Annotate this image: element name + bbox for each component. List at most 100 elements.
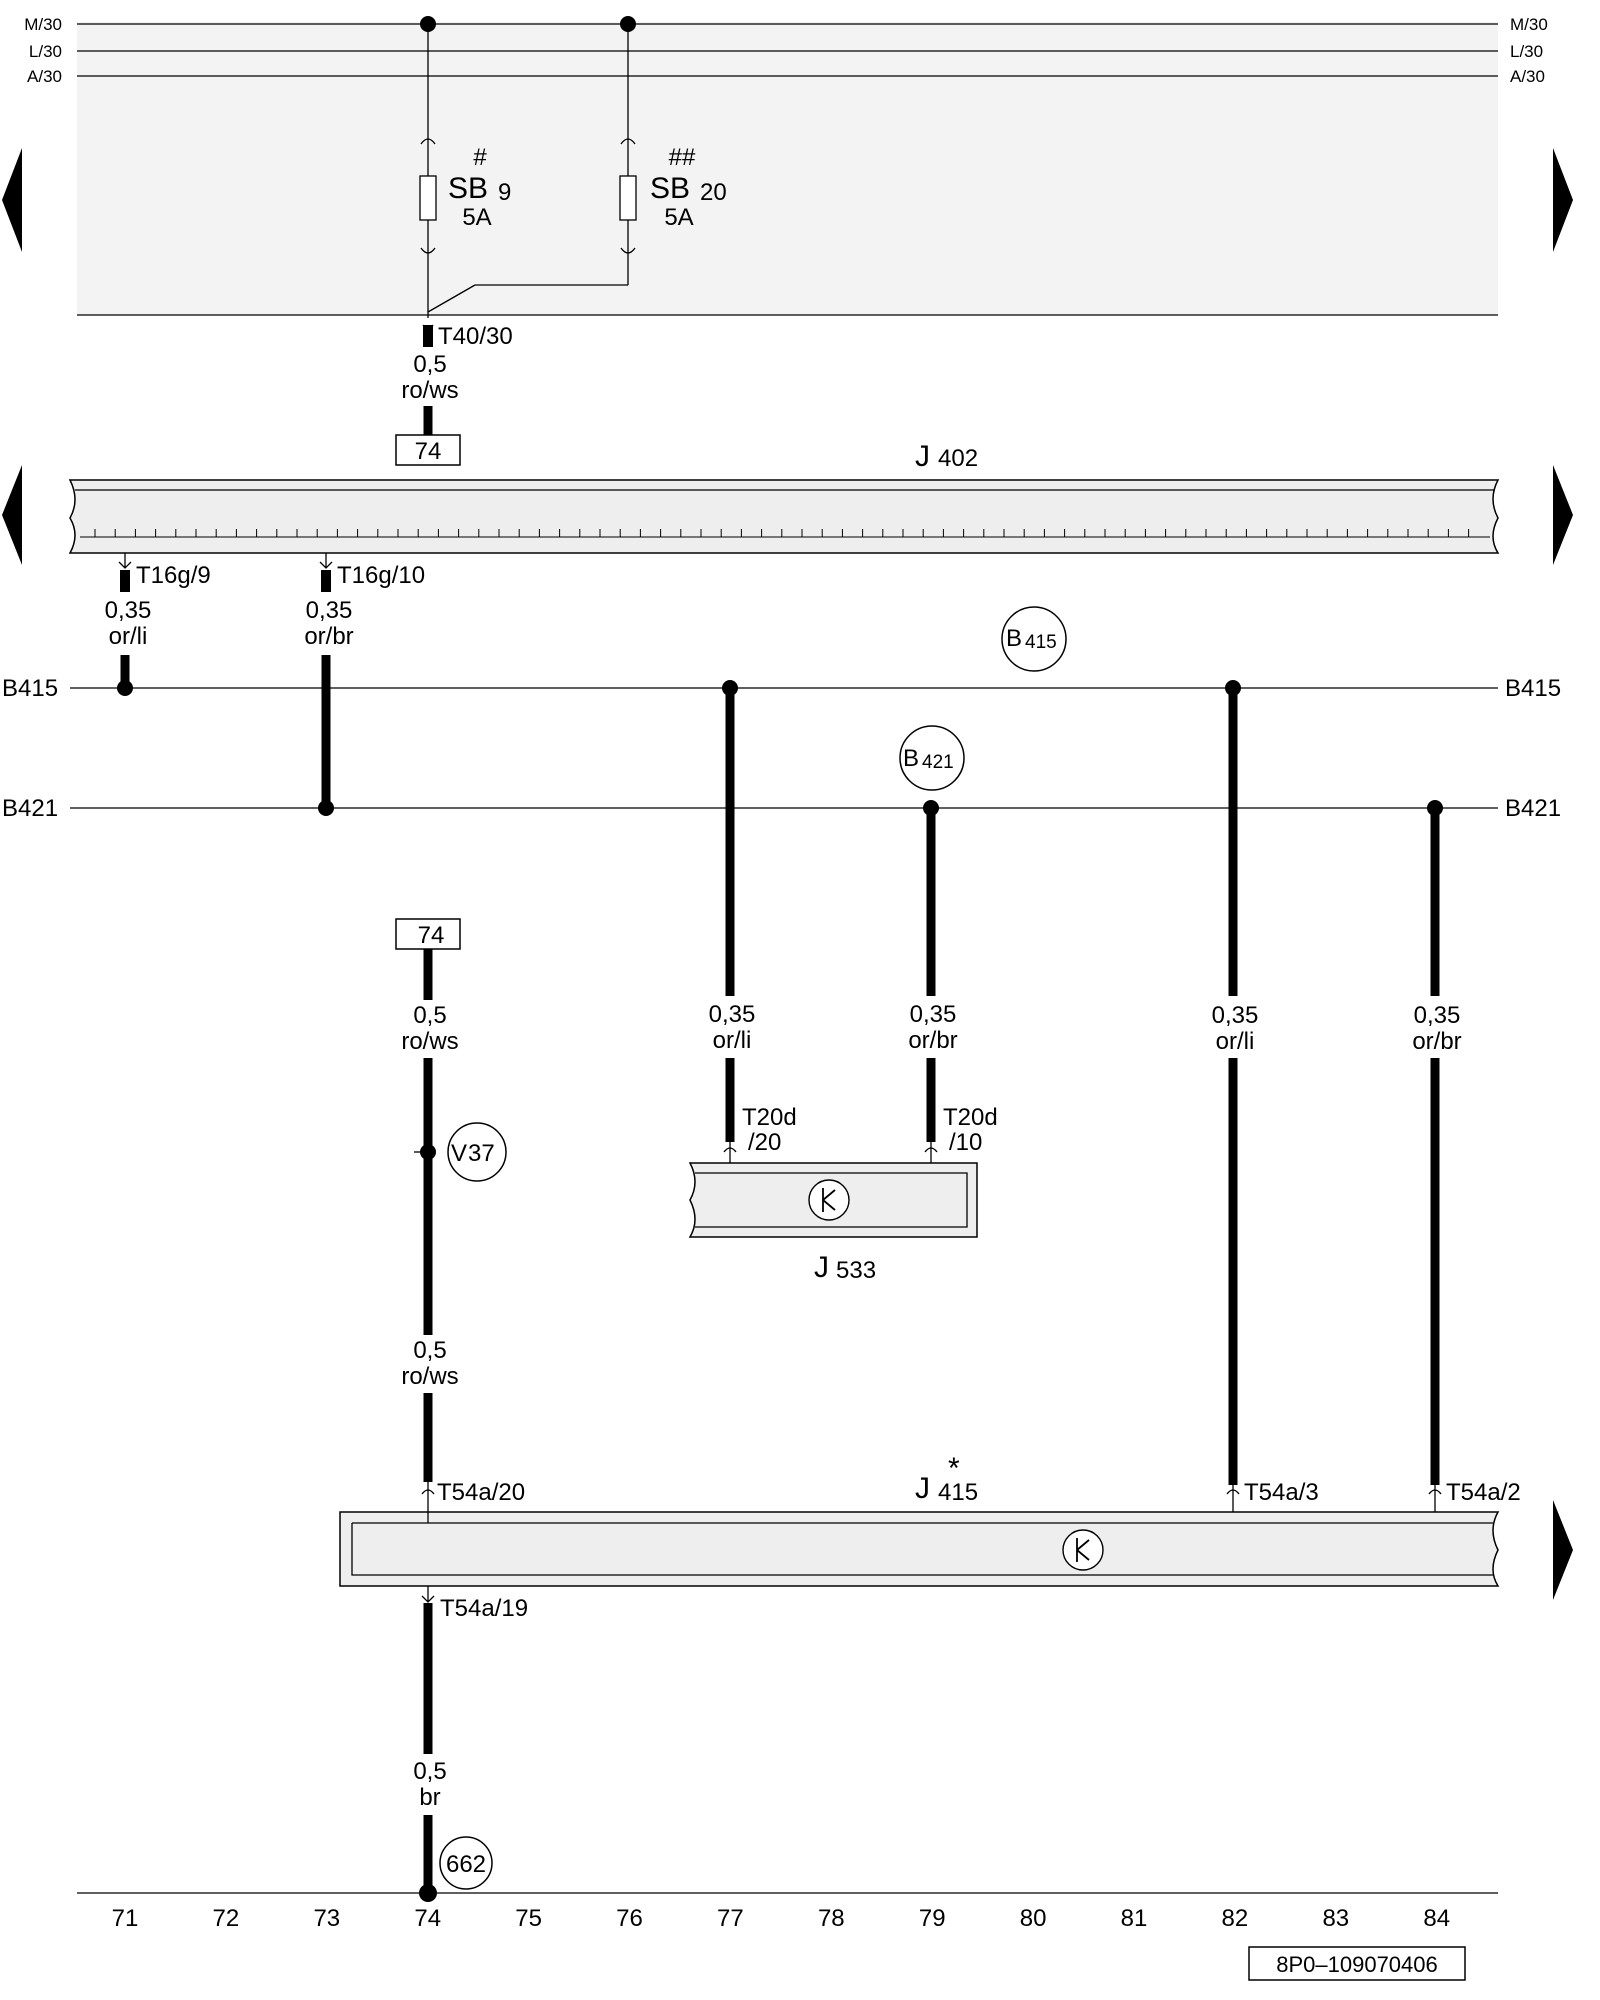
fuse-sb20: ## SB 20 5A xyxy=(427,16,727,313)
can-transceiver-icon xyxy=(1076,1538,1090,1562)
wire-size-71: 0,35 xyxy=(105,597,152,624)
fuse-box-area xyxy=(77,22,1498,315)
connector-t20d-10-a: T20d xyxy=(943,1104,998,1131)
can-bus-b421: B421 B421 B 421 xyxy=(2,725,1561,822)
fuse-sb9: # SB 9 5A xyxy=(419,16,511,318)
wire-size-74-mid: 0,5 xyxy=(413,1002,446,1029)
nav-arrow-left-1[interactable] xyxy=(2,148,22,252)
wire-t16g-10: T16g/10 0,35 or/br xyxy=(304,553,425,816)
wire-77: 0,35 or/li T20d /20 xyxy=(709,680,797,1163)
wire-color-74-low: ro/ws xyxy=(401,1363,458,1390)
column-number: 73 xyxy=(313,1905,340,1932)
column-number: 75 xyxy=(515,1905,542,1932)
connector-t20d-20-b: /20 xyxy=(748,1129,781,1156)
can-transceiver-icon xyxy=(822,1188,836,1212)
diagram-id-box xyxy=(1248,1946,1466,1981)
wire-size-top-74: 0,5 xyxy=(413,351,446,378)
fuse-sb9-num: 9 xyxy=(498,179,511,206)
wire-size-73: 0,35 xyxy=(306,597,353,624)
column-number: 76 xyxy=(616,1905,643,1932)
column-number: 79 xyxy=(919,1905,946,1932)
connector-t16g-9: T16g/9 xyxy=(136,562,211,589)
j402-tick-marks xyxy=(80,529,1490,538)
nav-arrow-left-2[interactable] xyxy=(2,465,22,565)
wire-color-73: or/br xyxy=(304,623,353,650)
wire-color-84: or/br xyxy=(1412,1028,1461,1055)
column-number: 80 xyxy=(1020,1905,1047,1932)
bus-label-a30-right: A/30 xyxy=(1510,67,1545,86)
wire-84: 0,35 or/br T54a/2 xyxy=(1412,800,1521,1522)
column-number: 77 xyxy=(717,1905,744,1932)
wire-size-77: 0,35 xyxy=(709,1001,756,1028)
wire-size-79: 0,35 xyxy=(910,1001,957,1028)
can-transceiver-icon xyxy=(1062,1529,1104,1571)
fuse-sb9-name: SB xyxy=(448,172,488,205)
connector-t54a-19: T54a/19 xyxy=(440,1595,528,1622)
connector-t54a-20: T54a/20 xyxy=(437,1479,525,1506)
column-number: 71 xyxy=(112,1905,139,1932)
ground-662-label: 662 xyxy=(446,1851,486,1878)
wire-79: 0,35 or/br T20d /10 xyxy=(908,800,998,1163)
component-j415[interactable]: J 415 * xyxy=(339,1452,1500,1587)
connector-t16g-10: T16g/10 xyxy=(337,562,425,589)
component-j415-letter: J xyxy=(915,1472,930,1505)
fuse-sb9-mark: # xyxy=(473,144,487,171)
fuse-symbol xyxy=(419,175,437,221)
column-number: 84 xyxy=(1423,1905,1450,1932)
bus-label-m30-right: M/30 xyxy=(1510,15,1548,34)
wire-t16g-9: T16g/9 0,35 or/li xyxy=(105,553,211,696)
v37-num: 37 xyxy=(468,1140,495,1167)
b415-circle-num: 415 xyxy=(1025,632,1057,653)
wire-color-74-bottom: br xyxy=(419,1784,440,1811)
column-number: 74 xyxy=(414,1905,441,1932)
component-j415-mark: * xyxy=(948,1452,960,1485)
bus-b421-left: B421 xyxy=(2,795,58,822)
column-number: 72 xyxy=(213,1905,240,1932)
connector-t40-30: T40/30 xyxy=(438,323,513,350)
component-j533-letter: J xyxy=(814,1251,829,1284)
column-number: 81 xyxy=(1121,1905,1148,1932)
diagram-id: 8P0–109070406 xyxy=(1276,1952,1438,1977)
fuse-sb9-rating: 5A xyxy=(462,204,491,231)
wire-size-84: 0,35 xyxy=(1414,1002,1461,1029)
nav-arrow-right-3[interactable] xyxy=(1553,1500,1573,1600)
bus-label-m30-left: M/30 xyxy=(24,15,62,34)
wire-color-71: or/li xyxy=(109,623,148,650)
b421-circle-num: 421 xyxy=(922,752,954,773)
connectors-j415-74: T54a/20 T54a/19 0,5 br 662 xyxy=(413,1479,528,1902)
v37-letter: V xyxy=(451,1140,467,1167)
component-j402-letter: J xyxy=(915,440,930,473)
fuse-sb20-num: 20 xyxy=(700,179,727,206)
wire-color-top-74: ro/ws xyxy=(401,377,458,404)
wire-74-middle: 74 0,5 ro/ws V 37 0,5 ro/ws xyxy=(395,918,507,1482)
ref-74-top: 74 xyxy=(415,438,442,465)
b421-circle-letter: B xyxy=(903,745,919,772)
wire-color-74-mid: ro/ws xyxy=(401,1028,458,1055)
component-j533-num: 533 xyxy=(836,1257,876,1284)
b421-circle xyxy=(899,725,965,791)
wire-size-74-low: 0,5 xyxy=(413,1337,446,1364)
wire-color-79: or/br xyxy=(908,1027,957,1054)
bus-label-l30-right: L/30 xyxy=(1510,42,1543,61)
wire-color-77: or/li xyxy=(713,1027,752,1054)
column-number: 82 xyxy=(1222,1905,1249,1932)
bus-label-l30-left: L/30 xyxy=(29,42,62,61)
column-number: 78 xyxy=(818,1905,845,1932)
fuse-sb20-mark: ## xyxy=(669,144,696,171)
component-j533[interactable]: J 533 xyxy=(688,1162,978,1284)
ref-box-74-mid[interactable] xyxy=(395,918,461,950)
ref-box-74-top[interactable] xyxy=(395,434,461,466)
component-j402[interactable]: J 402 xyxy=(68,440,1500,554)
connector-t54a-3: T54a/3 xyxy=(1244,1479,1319,1506)
nav-arrow-right-1[interactable] xyxy=(1553,148,1573,252)
fuse-sb20-name: SB xyxy=(650,172,690,205)
can-bus-b415: B415 B415 B 415 xyxy=(2,606,1561,702)
nav-arrow-right-2[interactable] xyxy=(1553,465,1573,565)
ground-662-circle xyxy=(439,1836,493,1890)
bus-b421-right: B421 xyxy=(1505,795,1561,822)
v37-circle xyxy=(447,1122,507,1182)
fuse-sb20-rating: 5A xyxy=(664,204,693,231)
wire-size-74-bottom: 0,5 xyxy=(413,1758,446,1785)
fuse-symbol xyxy=(619,175,637,221)
